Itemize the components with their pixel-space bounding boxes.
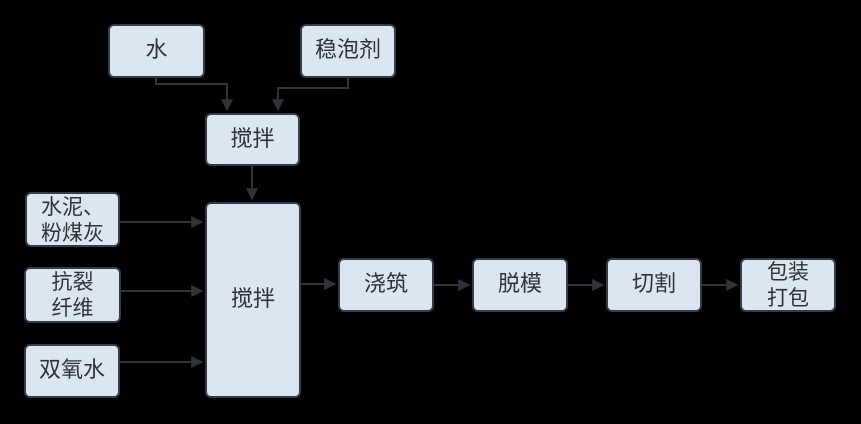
edge-foam-stabilizer-to-premix: [272, 77, 349, 112]
node-water-label: 水: [145, 38, 168, 64]
node-demolding: 脱模: [472, 258, 568, 312]
edge-water-to-premix: [155, 77, 233, 112]
node-cutting: 切割: [606, 258, 702, 312]
node-water: 水: [108, 24, 205, 78]
node-hydrogen-peroxide: 双氧水: [24, 344, 120, 398]
node-pouring: 浇筑: [338, 258, 434, 312]
node-anticrack-fiber-label: 抗裂 纤维: [51, 270, 94, 320]
node-packaging-label: 包装 打包: [767, 260, 809, 310]
node-cement-flyash-label: 水泥、 粉煤灰: [41, 194, 104, 245]
node-premix-label: 搅拌: [230, 126, 275, 152]
node-hydrogen-peroxide-label: 双氧水: [38, 358, 105, 384]
node-packaging: 包装 打包: [740, 258, 836, 312]
node-main-mix-label: 搅拌: [230, 287, 275, 313]
node-foam-stabilizer: 稳泡剂: [300, 24, 396, 78]
node-main-mix: 搅拌: [205, 202, 301, 398]
node-demolding-label: 脱模: [497, 272, 542, 298]
node-cement-flyash: 水泥、 粉煤灰: [25, 192, 120, 247]
node-premix: 搅拌: [205, 113, 300, 166]
node-pouring-label: 浇筑: [363, 272, 408, 298]
node-foam-stabilizer-label: 稳泡剂: [314, 38, 381, 64]
node-anticrack-fiber: 抗裂 纤维: [24, 267, 121, 323]
node-cutting-label: 切割: [631, 272, 676, 298]
